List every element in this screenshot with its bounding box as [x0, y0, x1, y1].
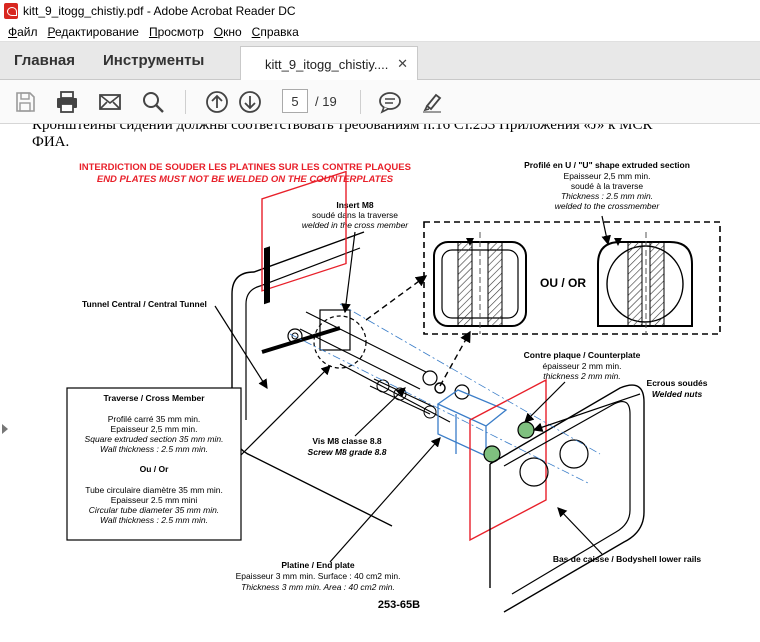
- window-title: kitt_9_itogg_chistiy.pdf - Adobe Acrobat…: [23, 4, 296, 18]
- document-tab-title: kitt_9_itogg_chistiy....: [265, 56, 389, 72]
- cross-member-line: Circular tube diameter 35 mm min.: [89, 505, 219, 515]
- technical-diagram: INTERDICTION DE SOUDER LES PLATINES SUR …: [66, 160, 721, 613]
- print-icon[interactable]: [55, 90, 79, 114]
- tab-document[interactable]: kitt_9_itogg_chistiy.... ✕: [240, 46, 418, 81]
- expand-panel-icon[interactable]: [2, 424, 8, 434]
- tunnel-label-text: Tunnel Central / Central Tunnel: [82, 299, 207, 309]
- page-number-input[interactable]: [282, 89, 308, 113]
- profile-u-title: Profilé en U / "U" shape extruded sectio…: [524, 160, 690, 170]
- warning-en: END PLATES MUST NOT BE WELDED ON THE COU…: [97, 174, 394, 185]
- tunnel-label: Tunnel Central / Central Tunnel: [82, 299, 207, 309]
- welded-nuts-line: Welded nuts: [652, 389, 703, 399]
- cross-member-or: Ou / Or: [140, 464, 170, 474]
- tab-home[interactable]: Главная: [14, 52, 76, 69]
- tab-bar: Главная Инструменты kitt_9_itogg_chistiy…: [0, 42, 760, 81]
- document-view[interactable]: Кронштейны сидений должны соответствоват…: [0, 124, 760, 642]
- menu-window[interactable]: Окно: [213, 24, 242, 39]
- insert-line: welded in the cross member: [302, 220, 409, 230]
- pdf-app-icon: [4, 3, 18, 19]
- comment-icon[interactable]: [378, 90, 402, 114]
- end-plate-line: Thickness 3 mm min. Area : 40 cm2 min.: [241, 582, 395, 592]
- highlight-icon[interactable]: [420, 90, 444, 114]
- save-icon[interactable]: [13, 90, 37, 114]
- profile-u-line: welded to the crossmember: [555, 201, 661, 211]
- end-plate-title: Platine / End plate: [281, 560, 354, 570]
- tab-tools[interactable]: Инструменты: [103, 52, 205, 69]
- menu-help[interactable]: Справка: [251, 24, 299, 39]
- toolbar-separator: [185, 90, 186, 114]
- page-up-icon[interactable]: [205, 90, 229, 114]
- menu-view[interactable]: Просмотр: [148, 24, 204, 39]
- cross-member-line: Epaisseur 2.5 mm mini: [111, 495, 198, 505]
- page-total: / 19: [315, 94, 337, 109]
- counterplate-title: Contre plaque / Counterplate: [524, 350, 641, 360]
- close-tab-icon[interactable]: ✕: [397, 56, 408, 71]
- menu-bar: Файл Редактирование Просмотр Окно Справк…: [0, 22, 760, 42]
- counterplate-line: thickness 2 mm min.: [543, 371, 620, 381]
- ou-or-label: OU / OR: [540, 276, 586, 290]
- insert-line: soudé dans la traverse: [312, 210, 398, 220]
- lower-rails-label: Bas de caisse / Bodyshell lower rails: [553, 554, 702, 564]
- cross-member-title: Traverse / Cross Member: [103, 393, 205, 403]
- profile-u-line: Epaisseur 2,5 mm min.: [564, 171, 651, 181]
- profile-u-line: Thickness : 2.5 mm min.: [561, 191, 653, 201]
- warning-fr: INTERDICTION DE SOUDER LES PLATINES SUR …: [79, 162, 411, 173]
- end-plate-line: Epaisseur 3 mm min. Surface : 40 cm2 min…: [236, 571, 401, 581]
- cross-member-line: Square extruded section 35 mm min.: [85, 434, 224, 444]
- screw-line: Screw M8 grade 8.8: [308, 447, 387, 457]
- screw-line: Vis M8 classe 8.8: [312, 436, 382, 446]
- figure-number: 253-65B: [378, 599, 420, 611]
- search-icon[interactable]: [141, 90, 165, 114]
- profile-u-line: soudé à la traverse: [571, 181, 644, 191]
- cross-member-line: Tube circulaire diamètre 35 mm min.: [85, 485, 223, 495]
- insert-title: Insert M8: [336, 200, 374, 210]
- menu-edit[interactable]: Редактирование: [47, 24, 139, 39]
- email-icon[interactable]: [98, 90, 122, 114]
- counterplate-line: épaisseur 2 mm min.: [543, 361, 622, 371]
- document-text-line: ФИА.: [32, 134, 70, 150]
- cross-member-line: Wall thickness : 2.5 mm min.: [100, 444, 208, 454]
- menu-file[interactable]: Файл: [8, 24, 38, 39]
- toolbar: / 19: [0, 80, 760, 124]
- document-text-line: Кронштейны сидений должны соответствоват…: [32, 124, 653, 133]
- cross-member-line: Epaisseur 2,5 mm min.: [111, 424, 198, 434]
- toolbar-separator: [360, 90, 361, 114]
- cross-member-line: Wall thickness : 2.5 mm min.: [100, 515, 208, 525]
- title-bar: kitt_9_itogg_chistiy.pdf - Adobe Acrobat…: [0, 0, 760, 22]
- page-down-icon[interactable]: [238, 90, 262, 114]
- cross-member-line: Profilé carré 35 mm min.: [108, 414, 201, 424]
- welded-nuts-line: Ecrous soudés: [647, 378, 708, 388]
